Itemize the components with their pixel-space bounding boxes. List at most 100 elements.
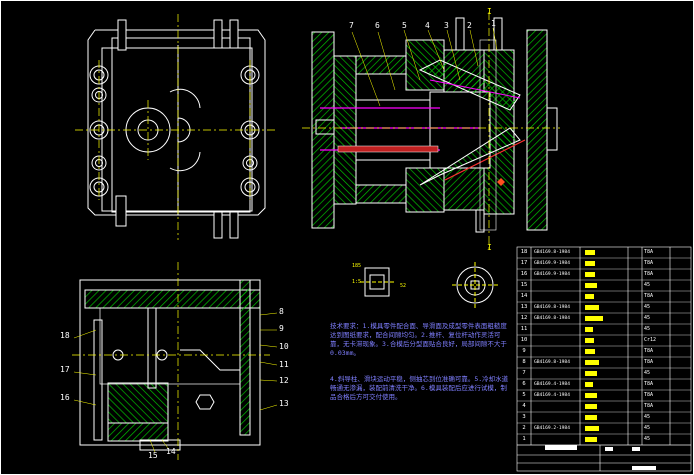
bottom-section — [72, 262, 270, 460]
bom-item-no: 18 — [520, 249, 528, 255]
bom-item-no: 12 — [520, 315, 528, 321]
bom-item-material: T8A — [644, 403, 654, 409]
section-mark-bottom: I — [487, 243, 492, 252]
bom-item-no: 4 — [522, 403, 526, 409]
bom-item-no: 6 — [522, 381, 526, 387]
bom-item-no: 11 — [520, 326, 528, 332]
plan-view — [87, 19, 266, 239]
technical-notes-1: 技术要求：1.模具零件配合面、导滑面及成型零件表面粗糙度达到图纸要求，配合间隙均… — [330, 322, 507, 357]
bom-item-no: 13 — [520, 304, 528, 310]
callout-15: 15 — [148, 451, 158, 460]
callout-1: 1 — [491, 19, 496, 28]
bottom-leaders — [73, 312, 278, 453]
detail-gear — [452, 262, 498, 308]
bom-item-name-bar — [585, 316, 603, 321]
callout-6: 6 — [375, 21, 380, 30]
callout-3: 3 — [444, 21, 449, 30]
bom-item-material: 45 — [644, 370, 651, 376]
bom-item-name-bar — [585, 338, 594, 343]
bom-item-name-bar — [585, 393, 597, 398]
bom-item-material: 45 — [644, 326, 651, 332]
bom-row: 7 45 — [517, 368, 691, 379]
bom-item-material: T8A — [644, 249, 654, 255]
title-block-mark1 — [605, 447, 613, 451]
section-leaders — [351, 27, 498, 107]
callout-18: 18 — [60, 331, 70, 340]
detail-dim-scale: 1:5 — [352, 279, 362, 285]
callout-13: 13 — [279, 399, 289, 408]
callout-4: 4 — [425, 21, 430, 30]
callout-16: 16 — [60, 393, 70, 402]
top-bolts — [115, 19, 239, 239]
bom-item-name-bar — [585, 437, 597, 442]
bom-item-material: 45 — [644, 414, 651, 420]
bom-item-material: 45 — [644, 436, 651, 442]
bom-item-material: 45 — [644, 425, 651, 431]
bom-item-name-bar — [585, 382, 593, 387]
bom-item-material: T8A — [644, 392, 654, 398]
bom-item-material: T8A — [644, 359, 654, 365]
bom-item-no: 7 — [522, 370, 526, 376]
bom-item-name-bar — [585, 371, 597, 376]
bom-item-name-bar — [585, 250, 595, 255]
section-mark-top: I — [487, 7, 492, 16]
callout-11: 11 — [279, 360, 289, 369]
bom-item-name-bar — [585, 360, 599, 365]
bom-item-standard: GB4169.2-1984 — [534, 426, 570, 431]
callout-14: 14 — [166, 447, 176, 456]
bom-item-material: Cr12 — [644, 337, 657, 343]
section-view — [311, 17, 558, 233]
bom-row: 18 GB4169.8-1984 T8A — [517, 247, 691, 258]
bom-item-standard: GB4169.8-1984 — [534, 316, 570, 321]
detail-dim-52: 52 — [400, 283, 407, 289]
detail-pin — [360, 267, 395, 297]
bom-item-no: 9 — [522, 348, 526, 354]
bom-item-name-bar — [585, 349, 595, 354]
bom-row: 3 45 — [517, 412, 691, 423]
callout-5: 5 — [402, 21, 407, 30]
technical-notes-2: 4.斜导柱、滑块运动平稳，侧抽芯到位准确可靠。5.冷却水道畅通无渗漏，装配前清洗… — [330, 375, 509, 401]
callout-7: 7 — [349, 21, 354, 30]
callout-12: 12 — [279, 376, 289, 385]
bom-row: 13 GB4169.8-1984 45 — [517, 302, 691, 313]
callout-10: 10 — [279, 342, 289, 351]
bom-item-material: 45 — [644, 304, 651, 310]
bom-item-standard: GB4169.4-1984 — [534, 393, 570, 398]
bom-item-name-bar — [585, 272, 595, 277]
bom-item-standard: GB4169.4-1984 — [534, 382, 570, 387]
section-centerlines — [302, 12, 560, 250]
bom-row: 11 45 — [517, 324, 691, 335]
bom-item-standard: GB4169.8-1984 — [534, 360, 570, 365]
bom-item-standard: GB4169.8-1984 — [534, 305, 570, 310]
plan-centerlines — [75, 14, 278, 240]
bom-row: 16 GB4169.9-1984 T8A — [517, 269, 691, 280]
bom-item-material: T8A — [644, 260, 654, 266]
callout-9: 9 — [279, 324, 284, 333]
bom-item-name-bar — [585, 426, 599, 431]
title-block-name — [545, 445, 577, 450]
bom-item-material: T8A — [644, 271, 654, 277]
title-block-mark3 — [632, 466, 656, 470]
bom-item-no: 17 — [520, 260, 528, 266]
bom-item-material: T8A — [644, 293, 654, 299]
bom-item-no: 16 — [520, 271, 528, 277]
bom-item-no: 15 — [520, 282, 528, 288]
bom-item-material: 45 — [644, 282, 651, 288]
bom-row: 10 Cr12 — [517, 335, 691, 346]
bom-row: 17 GB4169.9-1984 T8A — [517, 258, 691, 269]
bom-item-standard: GB4169.8-1984 — [534, 250, 570, 255]
bom-item-no: 5 — [522, 392, 526, 398]
bom-item-name-bar — [585, 294, 594, 299]
bom-item-standard: GB4169.9-1984 — [534, 261, 570, 266]
title-block-mark2 — [632, 447, 640, 451]
bom-item-standard: GB4169.9-1984 — [534, 272, 570, 277]
bom-item-no: 3 — [522, 414, 526, 420]
bom-item-no: 10 — [520, 337, 528, 343]
